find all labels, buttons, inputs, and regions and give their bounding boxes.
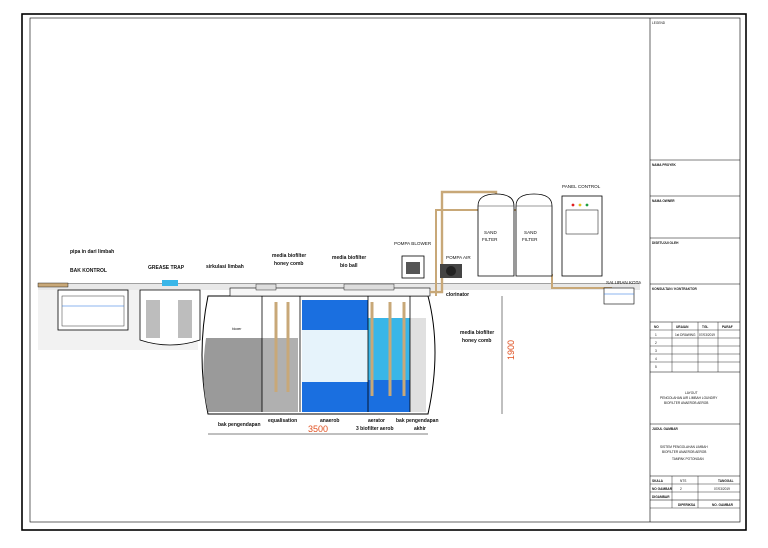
pompa-air bbox=[440, 264, 462, 278]
rev-header-uraian: URAIAN bbox=[676, 325, 689, 329]
label-sand-filter-1b: FILTER bbox=[482, 237, 498, 242]
label-bak-pengendapan: bak pengendapan bbox=[218, 422, 261, 428]
grease-trap bbox=[139, 280, 201, 346]
layout-title: LAYOUT bbox=[685, 391, 698, 395]
dimension-lines bbox=[208, 296, 503, 435]
legend-title: LEGEND bbox=[652, 21, 666, 25]
label-blower-small: blower bbox=[232, 327, 242, 331]
label-aerator: aerator bbox=[368, 418, 385, 424]
label-media-honey-2a: media biofilter bbox=[460, 330, 494, 336]
no-gambar-label: NO GAMBAR bbox=[652, 487, 673, 491]
judul-line1: SISTEM PENGOLAHAN LIMBAH bbox=[660, 445, 708, 449]
rev-header-no: NO bbox=[654, 325, 659, 329]
jml-label: NO. GAMBAR bbox=[712, 503, 734, 507]
pompa-blower bbox=[401, 255, 425, 279]
label-bak-akhir-b: akhir bbox=[414, 426, 426, 432]
label-saluran-kota: SALURAN KOTA bbox=[606, 280, 642, 285]
label-equalisation: equalisation bbox=[268, 418, 297, 424]
label-anaerob: anaerob bbox=[320, 418, 339, 424]
label-media-bio-b: bio ball bbox=[340, 263, 358, 269]
label-sirkulasi: sirkulasi limbah bbox=[206, 264, 244, 270]
label-sand-filter-2a: SAND bbox=[524, 230, 537, 235]
label-sand-filter-2b: FILTER bbox=[522, 237, 538, 242]
bak-kontrol bbox=[37, 282, 129, 331]
rev-row-1-uraian: 1st DRAWING bbox=[675, 333, 696, 337]
layout-line2: BIOFILTER ANAEROB AEROB bbox=[664, 401, 708, 405]
panel-control bbox=[561, 195, 603, 277]
dimension-height: 1900 bbox=[506, 340, 516, 360]
label-media-bio-a: media biofilter bbox=[332, 255, 366, 261]
nama-owner-label: NAMA OWNER bbox=[652, 199, 675, 203]
label-biofilter-aerob: 3 biofilter aerob bbox=[356, 426, 394, 432]
label-pipa-in: pipa in dari limbah bbox=[70, 249, 114, 255]
label-sand-filter-1a: SAND bbox=[484, 230, 497, 235]
inner-frame bbox=[29, 17, 741, 523]
tanggal-value: 07/03/2019 bbox=[714, 487, 730, 491]
judul-line3: TAMPAK POTONGAN bbox=[672, 457, 704, 461]
label-media-honey-2b: honey comb bbox=[462, 338, 491, 344]
title-block bbox=[649, 18, 740, 522]
rev-row-1-tgl: 07/03/2019 bbox=[699, 333, 715, 337]
outer-frame bbox=[21, 13, 747, 531]
label-pompa-blower: POMPA BLOWER bbox=[394, 241, 432, 246]
rev-row-5-no: 5 bbox=[655, 365, 657, 369]
digambar-label: DIGAMBAR bbox=[652, 495, 670, 499]
disetujui-label: DISETUJUI OLEH bbox=[652, 241, 679, 245]
saluran-kota bbox=[603, 287, 635, 305]
sand-filter-2 bbox=[515, 193, 553, 277]
rev-row-4-no: 4 bbox=[655, 357, 657, 361]
diperiksa-label: DIPERIKSA bbox=[678, 503, 696, 507]
nama-proyek-label: NAMA PROYEK bbox=[652, 163, 676, 167]
judul-label: JUDUL GAMBAR bbox=[652, 427, 678, 431]
label-bak-kontrol: BAK KONTROL bbox=[70, 268, 107, 274]
skala-value: NTS bbox=[680, 479, 686, 483]
rev-header-tgl: TGL bbox=[702, 325, 708, 329]
rev-row-2-no: 2 bbox=[655, 341, 657, 345]
label-grease-trap: GREASE TRAP bbox=[148, 265, 185, 271]
label-panel-control: PANEL CONTROL bbox=[562, 184, 601, 189]
no-gambar-value: 2 bbox=[680, 487, 682, 491]
label-media-honey-1b: honey comb bbox=[274, 261, 303, 267]
judul-line2: BIOFILTER ANAEROB AEROB bbox=[662, 450, 706, 454]
rev-row-3-no: 3 bbox=[655, 349, 657, 353]
sand-filter-1 bbox=[477, 193, 515, 277]
label-media-honey-1a: media biofilter bbox=[272, 253, 306, 259]
rev-header-paraf: PARAF bbox=[722, 325, 733, 329]
dimension-width: 3500 bbox=[308, 424, 328, 434]
main-tank bbox=[201, 283, 436, 415]
label-clorinator: clorinator bbox=[446, 292, 469, 298]
rev-row-1-no: 1 bbox=[655, 333, 657, 337]
label-bak-akhir-a: bak pengendapan bbox=[396, 418, 439, 424]
layout-line1: PENGOLAHAN AIR LIMBAH LOUNDRY bbox=[660, 396, 718, 400]
label-pompa-air: POMPA AIR bbox=[446, 255, 471, 260]
tanggal-label: TANGGAL bbox=[718, 479, 734, 483]
konsultan-label: KONSULTAN / KONTRAKTOR bbox=[652, 287, 697, 291]
skala-label: SKALA bbox=[652, 479, 664, 483]
